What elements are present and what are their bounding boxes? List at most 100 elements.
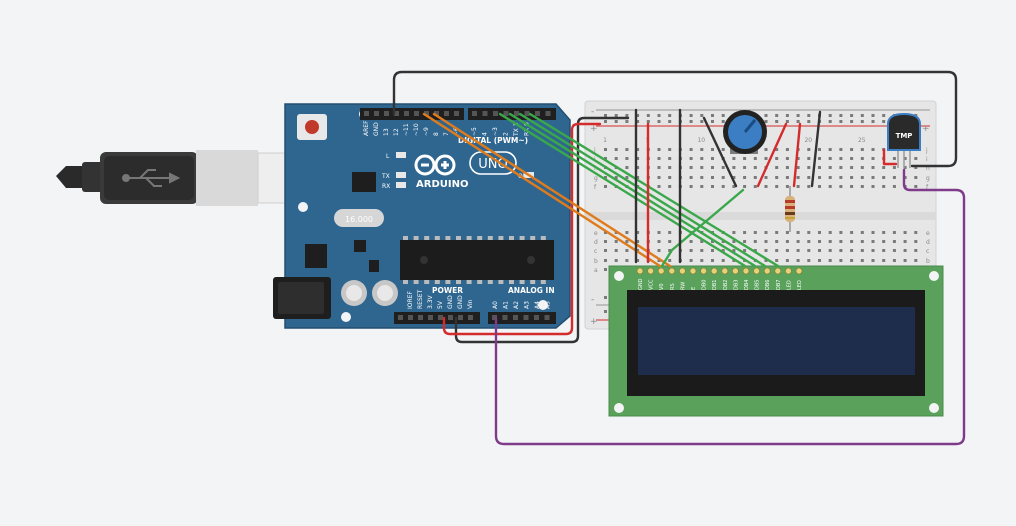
header-pin[interactable] [535, 111, 540, 116]
breadboard-hole[interactable] [914, 249, 918, 252]
breadboard-hole[interactable] [807, 231, 811, 234]
breadboard-hole[interactable] [882, 249, 886, 252]
breadboard-hole[interactable] [785, 185, 789, 188]
breadboard-hole[interactable] [860, 148, 864, 151]
breadboard-hole[interactable] [604, 148, 607, 151]
breadboard-hole[interactable] [818, 240, 821, 243]
breadboard-hole[interactable] [625, 157, 629, 160]
breadboard-hole[interactable] [711, 120, 714, 123]
breadboard-hole[interactable] [668, 249, 672, 252]
breadboard-hole[interactable] [636, 148, 640, 151]
breadboard-hole[interactable] [860, 157, 864, 160]
breadboard-hole[interactable] [732, 166, 736, 169]
breadboard-hole[interactable] [882, 259, 886, 262]
breadboard-hole[interactable] [711, 185, 714, 188]
breadboard-hole[interactable] [882, 185, 886, 188]
usb-cable[interactable] [56, 150, 327, 206]
breadboard-hole[interactable] [764, 114, 768, 117]
breadboard-hole[interactable] [614, 114, 618, 117]
breadboard-hole[interactable] [850, 231, 854, 234]
breadboard-hole[interactable] [732, 231, 736, 234]
breadboard-hole[interactable] [785, 176, 789, 179]
header-pin[interactable] [482, 111, 488, 116]
breadboard-hole[interactable] [796, 114, 800, 117]
breadboard-hole[interactable] [604, 296, 607, 299]
breadboard-hole[interactable] [828, 176, 832, 179]
breadboard-hole[interactable] [850, 166, 854, 169]
breadboard-hole[interactable] [753, 240, 757, 243]
breadboard-hole[interactable] [892, 259, 896, 262]
breadboard-hole[interactable] [828, 231, 832, 234]
header-pin[interactable] [503, 111, 509, 116]
breadboard-hole[interactable] [903, 231, 907, 234]
breadboard-hole[interactable] [785, 114, 789, 117]
breadboard-hole[interactable] [721, 259, 725, 262]
lcd-pin[interactable] [742, 267, 750, 275]
breadboard-hole[interactable] [785, 148, 789, 151]
breadboard-hole[interactable] [839, 176, 843, 179]
breadboard-hole[interactable] [764, 185, 768, 188]
breadboard-hole[interactable] [732, 176, 736, 179]
breadboard-hole[interactable] [700, 157, 704, 160]
breadboard-hole[interactable] [839, 166, 843, 169]
breadboard-hole[interactable] [636, 231, 640, 234]
breadboard-hole[interactable] [604, 114, 607, 117]
breadboard-hole[interactable] [700, 259, 704, 262]
header-pin[interactable] [424, 111, 429, 116]
breadboard-hole[interactable] [614, 120, 618, 123]
header-pin[interactable] [374, 111, 379, 116]
header-pin[interactable] [468, 315, 473, 320]
breadboard-hole[interactable] [604, 240, 607, 243]
breadboard-hole[interactable] [614, 176, 618, 179]
breadboard-hole[interactable] [850, 120, 854, 123]
breadboard-hole[interactable] [828, 114, 832, 117]
breadboard-hole[interactable] [743, 185, 747, 188]
breadboard-hole[interactable] [775, 240, 779, 243]
breadboard-hole[interactable] [668, 240, 672, 243]
breadboard-hole[interactable] [711, 148, 714, 151]
breadboard-hole[interactable] [839, 148, 843, 151]
breadboard-hole[interactable] [668, 166, 672, 169]
resistor[interactable] [785, 186, 795, 232]
breadboard-hole[interactable] [860, 114, 864, 117]
breadboard-hole[interactable] [828, 166, 832, 169]
breadboard-hole[interactable] [775, 231, 779, 234]
header-pin[interactable] [493, 111, 498, 116]
breadboard-hole[interactable] [625, 176, 629, 179]
header-pin[interactable] [418, 315, 423, 320]
temperature-sensor[interactable]: TMP [887, 112, 921, 168]
breadboard-hole[interactable] [882, 166, 886, 169]
breadboard-hole[interactable] [689, 166, 693, 169]
breadboard-hole[interactable] [721, 185, 725, 188]
breadboard-hole[interactable] [657, 157, 661, 160]
breadboard-hole[interactable] [700, 120, 704, 123]
breadboard-hole[interactable] [914, 185, 918, 188]
breadboard-hole[interactable] [871, 148, 875, 151]
breadboard-hole[interactable] [775, 157, 779, 160]
breadboard-hole[interactable] [839, 259, 843, 262]
breadboard-hole[interactable] [828, 249, 832, 252]
breadboard-hole[interactable] [689, 120, 693, 123]
breadboard-hole[interactable] [785, 231, 789, 234]
breadboard-hole[interactable] [903, 157, 907, 160]
breadboard-hole[interactable] [860, 240, 864, 243]
breadboard-hole[interactable] [743, 231, 747, 234]
breadboard-hole[interactable] [657, 120, 661, 123]
breadboard-hole[interactable] [604, 310, 607, 313]
breadboard-hole[interactable] [892, 249, 896, 252]
breadboard-hole[interactable] [892, 166, 896, 169]
breadboard-hole[interactable] [892, 176, 896, 179]
breadboard-hole[interactable] [689, 259, 693, 262]
breadboard-hole[interactable] [625, 120, 629, 123]
breadboard-hole[interactable] [614, 240, 618, 243]
breadboard-hole[interactable] [850, 259, 854, 262]
breadboard-hole[interactable] [636, 240, 640, 243]
breadboard-hole[interactable] [668, 157, 672, 160]
breadboard-hole[interactable] [785, 120, 789, 123]
breadboard-hole[interactable] [700, 185, 704, 188]
lcd-pin[interactable] [785, 267, 792, 275]
breadboard-hole[interactable] [775, 185, 779, 188]
lcd-pin[interactable] [763, 267, 771, 275]
breadboard-hole[interactable] [657, 148, 661, 151]
breadboard-hole[interactable] [689, 185, 693, 188]
